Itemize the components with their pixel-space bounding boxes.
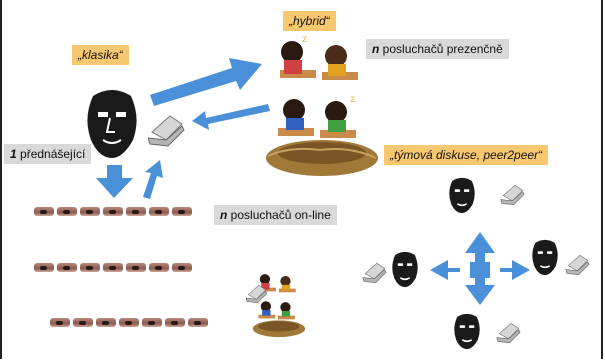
hybrid-label: „hybrid“ <box>283 11 336 31</box>
prezencne-text: posluchačů prezenčně <box>379 42 503 56</box>
team-face-right <box>532 239 558 276</box>
team-face-left <box>392 251 418 288</box>
team-laptop-top <box>500 184 525 206</box>
arrow-up <box>143 160 163 199</box>
svg-text:z: z <box>350 94 355 105</box>
team-face-top <box>449 177 475 214</box>
four-way-arrow-icon <box>430 232 530 305</box>
team-laptop-left <box>362 262 387 284</box>
tymova-label: „týmová diskuse, peer2peer“ <box>384 145 549 165</box>
arrow-from-hybrid <box>192 104 270 130</box>
prezencne-label: n posluchačů prezenčně <box>366 39 509 59</box>
arrow-to-hybrid <box>150 58 262 106</box>
webcam-strip-3-icon <box>50 318 208 328</box>
klasika-label: „klasika“ <box>72 45 129 65</box>
online-n: n <box>220 208 228 222</box>
webcam-strip-icon <box>34 207 192 217</box>
online-label: n posluchačů on-line <box>214 205 337 225</box>
prednasejici-text: přednášející <box>16 147 86 161</box>
team-laptop-right <box>565 254 590 276</box>
svg-text:z: z <box>302 34 307 45</box>
online-text: posluchačů on-line <box>227 208 331 222</box>
students-nest-small-icon <box>252 274 306 338</box>
prednasejici-label: 1 přednášející <box>4 144 92 164</box>
lecturer-face-icon <box>87 90 137 158</box>
team-face-bottom <box>454 313 480 350</box>
laptop-icon <box>148 115 185 147</box>
webcam-strip-2-icon <box>34 263 192 273</box>
team-laptop-bottom <box>496 322 521 344</box>
small-laptop-icon <box>246 284 268 303</box>
arrow-down <box>96 165 133 198</box>
students-nest-icon: zz <box>266 34 378 176</box>
prednasejici-n: 1 <box>10 147 17 161</box>
prezencne-n: n <box>372 42 380 56</box>
